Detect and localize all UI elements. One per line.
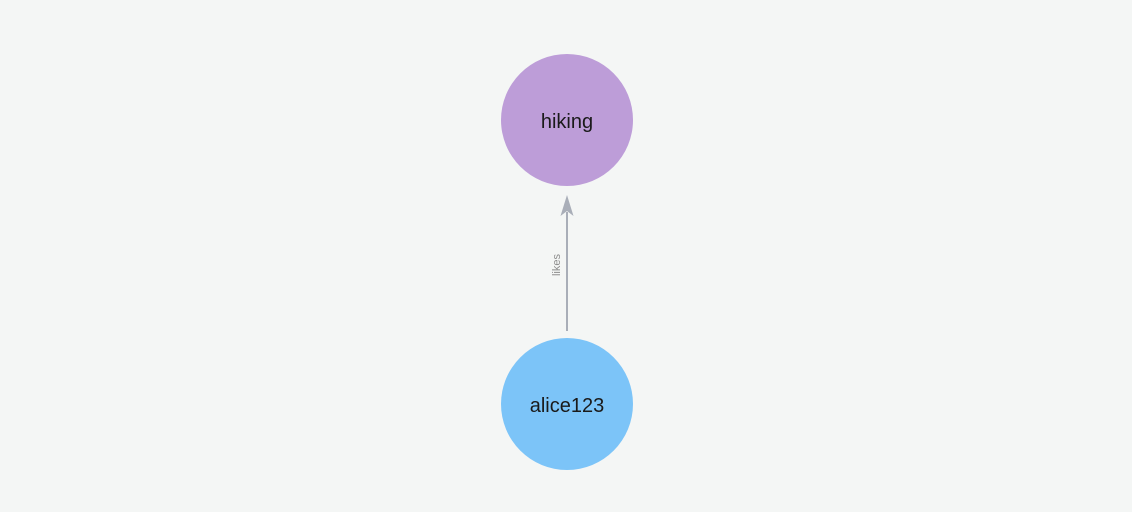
edge-alice123-likes-hiking[interactable]: likes <box>551 195 574 331</box>
edge-label-likes: likes <box>551 254 563 277</box>
node-hiking[interactable]: hiking <box>501 54 633 186</box>
node-hiking-circle[interactable] <box>501 54 633 186</box>
node-hiking-label: hiking <box>541 111 593 133</box>
node-alice123-label: alice123 <box>530 395 605 417</box>
arrow-head-icon <box>560 195 574 216</box>
node-alice123-circle[interactable] <box>501 338 633 470</box>
node-alice123[interactable]: alice123 <box>501 338 633 470</box>
